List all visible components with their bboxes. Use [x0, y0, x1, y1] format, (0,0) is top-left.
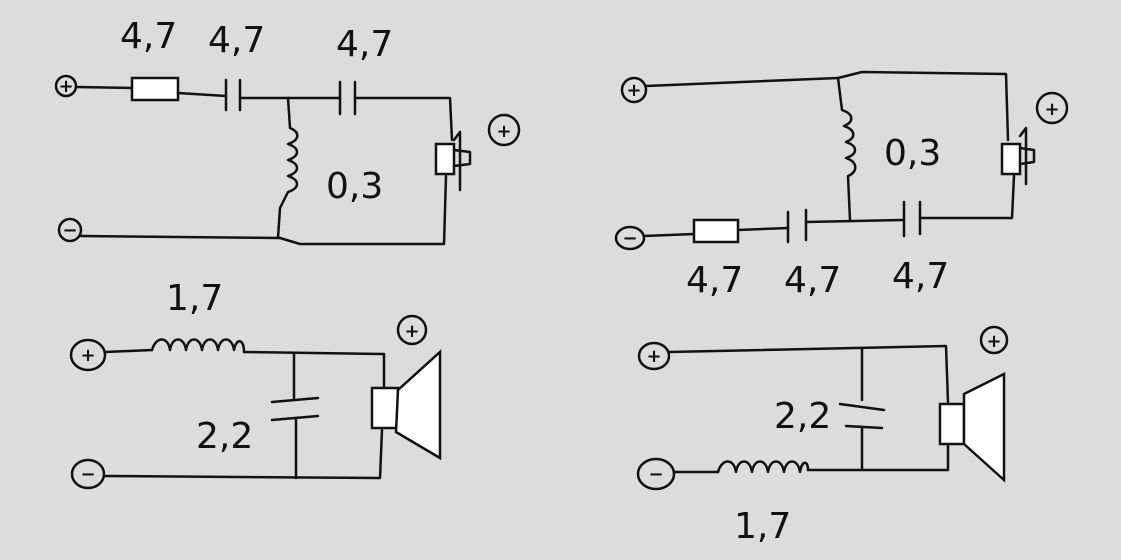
- tweeter-filter-a: 4,7 4,7 4,7 0,3 + − +: [54, 16, 521, 246]
- cap-label: 2,2: [196, 416, 253, 457]
- terminal-circle: [69, 338, 107, 372]
- wire: [102, 428, 384, 480]
- wire: [74, 85, 134, 90]
- wire: [242, 350, 386, 388]
- minus-sign: −: [648, 464, 663, 485]
- tweeter-body: [1000, 142, 1022, 176]
- terminal-circle: [620, 76, 648, 104]
- capacitor: [838, 346, 886, 472]
- resistor-label: 4,7: [120, 16, 177, 57]
- minus-sign: −: [622, 228, 637, 249]
- wire: [804, 218, 906, 224]
- capacitor: [902, 200, 922, 238]
- coil-label: 1,7: [166, 278, 223, 319]
- terminal-circle: [70, 458, 106, 490]
- polarity-circle: [1035, 91, 1069, 125]
- wire: [918, 174, 1016, 220]
- cap1-label: 4,7: [784, 260, 841, 301]
- tweeter-speaker: [434, 130, 472, 192]
- plus-terminal: +: [620, 76, 648, 104]
- minus-terminal: −: [57, 217, 83, 243]
- plus-terminal: +: [69, 338, 107, 372]
- capacitor: [786, 208, 808, 244]
- woofer-filter-a: 1,7 2,2 + − +: [69, 278, 442, 490]
- resistor: [692, 218, 740, 244]
- plus-sign: +: [646, 346, 661, 367]
- capacitor: [224, 78, 242, 112]
- polarity-sign: +: [986, 331, 1001, 352]
- terminal-circle: [57, 217, 83, 243]
- wire: [736, 226, 790, 232]
- wire: [642, 232, 696, 238]
- polarity-sign: +: [404, 321, 419, 342]
- coil-label: 0,3: [326, 166, 383, 207]
- resistor: [130, 76, 180, 102]
- cap-label: 2,2: [774, 396, 831, 437]
- plus-sign: +: [80, 345, 95, 366]
- polarity-circle: [487, 113, 521, 147]
- wire: [806, 442, 950, 472]
- tweeter-body: [434, 142, 456, 176]
- woofer-speaker: [938, 371, 1006, 483]
- plus-sign: +: [58, 76, 73, 97]
- polarity-sign: +: [1044, 99, 1059, 120]
- inductor: [150, 338, 246, 354]
- capacitor: [270, 352, 320, 480]
- inductor: [276, 96, 299, 240]
- woofer-cone: [962, 371, 1006, 483]
- woofer-speaker: [370, 349, 442, 461]
- woofer-cone: [394, 349, 442, 461]
- inductor: [836, 76, 857, 222]
- wire: [103, 348, 154, 354]
- tweeter-cone: [1018, 126, 1036, 186]
- minus-terminal: −: [614, 225, 646, 251]
- coil-label: 0,3: [884, 133, 941, 174]
- wire: [644, 70, 1010, 142]
- polarity-circle: [979, 325, 1009, 355]
- coil-label: 1,7: [734, 506, 791, 547]
- woofer-filter-b: 2,2 1,7 + − +: [636, 325, 1009, 547]
- tweeter-filter-b: 0,3 4,7 4,7 4,7 + − +: [614, 70, 1069, 301]
- plus-terminal: +: [54, 74, 78, 98]
- resistor-label: 4,7: [686, 260, 743, 301]
- wire: [353, 96, 454, 142]
- plus-terminal: +: [637, 341, 671, 371]
- inductor: [716, 460, 810, 474]
- polarity-circle: [396, 314, 428, 346]
- woofer-body: [938, 402, 966, 446]
- wire: [667, 344, 950, 404]
- woofer-body: [370, 386, 400, 430]
- minus-sign: −: [80, 464, 95, 485]
- speaker-polarity-mark: +: [396, 314, 428, 346]
- tweeter-cone: [452, 130, 472, 192]
- capacitor: [338, 80, 357, 116]
- terminal-circle: [637, 341, 671, 371]
- speaker-polarity-mark: +: [487, 113, 521, 147]
- speaker-polarity-mark: +: [1035, 91, 1069, 125]
- wire: [176, 91, 228, 98]
- polarity-sign: +: [496, 121, 511, 142]
- tweeter-speaker: [1000, 126, 1036, 186]
- plus-sign: +: [626, 80, 641, 101]
- terminal-circle: [636, 457, 676, 491]
- cap1-label: 4,7: [208, 20, 265, 61]
- minus-terminal: −: [636, 457, 676, 491]
- cap2-label: 4,7: [336, 24, 393, 65]
- wire: [79, 174, 448, 246]
- cap2-label: 4,7: [892, 256, 949, 297]
- terminal-circle: [614, 225, 646, 251]
- speaker-polarity-mark: +: [979, 325, 1009, 355]
- minus-terminal: −: [70, 458, 106, 490]
- minus-sign: −: [62, 220, 77, 241]
